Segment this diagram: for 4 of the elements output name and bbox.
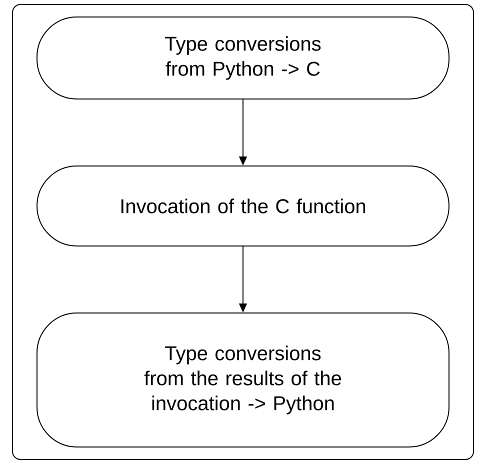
process-box: Invocation of the C function [36,166,450,246]
process-box: Type conversions from the results of the invocation -> Python [36,312,450,448]
frame-box [12,4,474,460]
process-box: Type conversions from Python -> C [36,16,450,100]
